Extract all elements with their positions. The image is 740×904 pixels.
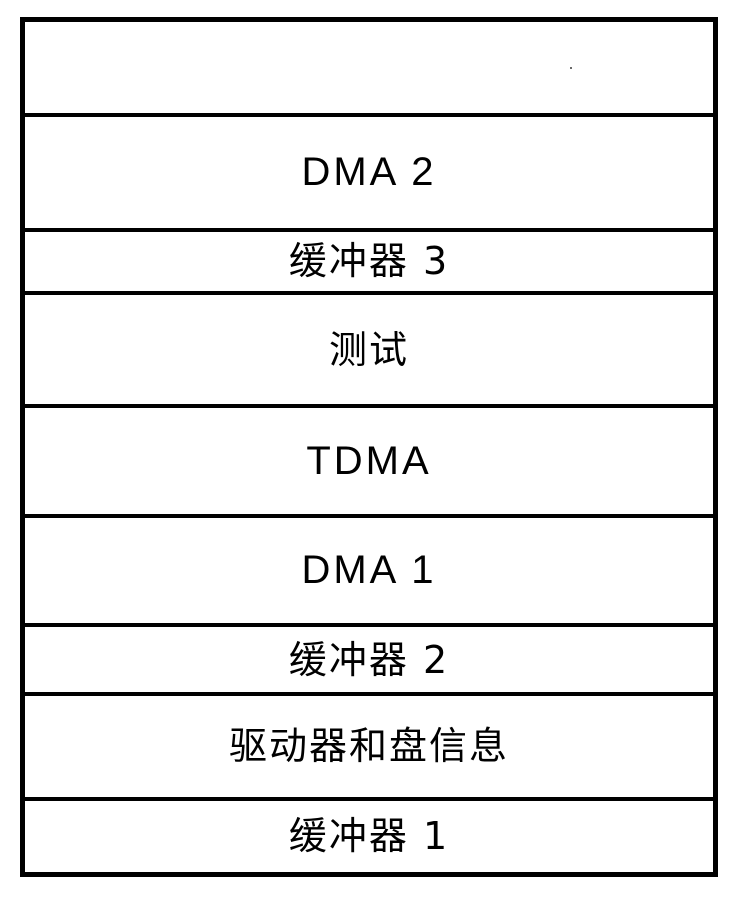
diagram-band-buffer-1: 缓冲器 1 [25, 800, 713, 872]
diagram-band-dma-1: DMA 1 [25, 517, 713, 627]
diagram-band-tdma: TDMA [25, 408, 713, 518]
diagram-band-test: 测试 [25, 295, 713, 409]
layered-partition-diagram: DMA 2 缓冲器 3 测试 TDMA DMA 1 缓冲器 2 驱动器和盘信息 … [20, 17, 718, 877]
scan-speck [570, 67, 572, 69]
diagram-band-label: DMA 2 [301, 150, 437, 195]
diagram-band-buffer-3: 缓冲器 3 [25, 231, 713, 296]
diagram-band-label: 测试 [328, 327, 409, 372]
diagram-band-label: DMA 1 [301, 548, 437, 593]
diagram-band-empty [25, 22, 713, 118]
diagram-band-buffer-2: 缓冲器 2 [25, 626, 713, 697]
diagram-band-label: 缓冲器 1 [288, 814, 450, 859]
diagram-band-label: 缓冲器 2 [288, 637, 450, 682]
diagram-band-label: TDMA [306, 438, 432, 483]
diagram-band-label: 缓冲器 3 [288, 239, 450, 284]
diagram-band-drive-and-disk-info: 驱动器和盘信息 [25, 696, 713, 801]
diagram-band-label: 驱动器和盘信息 [228, 724, 509, 769]
diagram-band-dma-2: DMA 2 [25, 117, 713, 232]
